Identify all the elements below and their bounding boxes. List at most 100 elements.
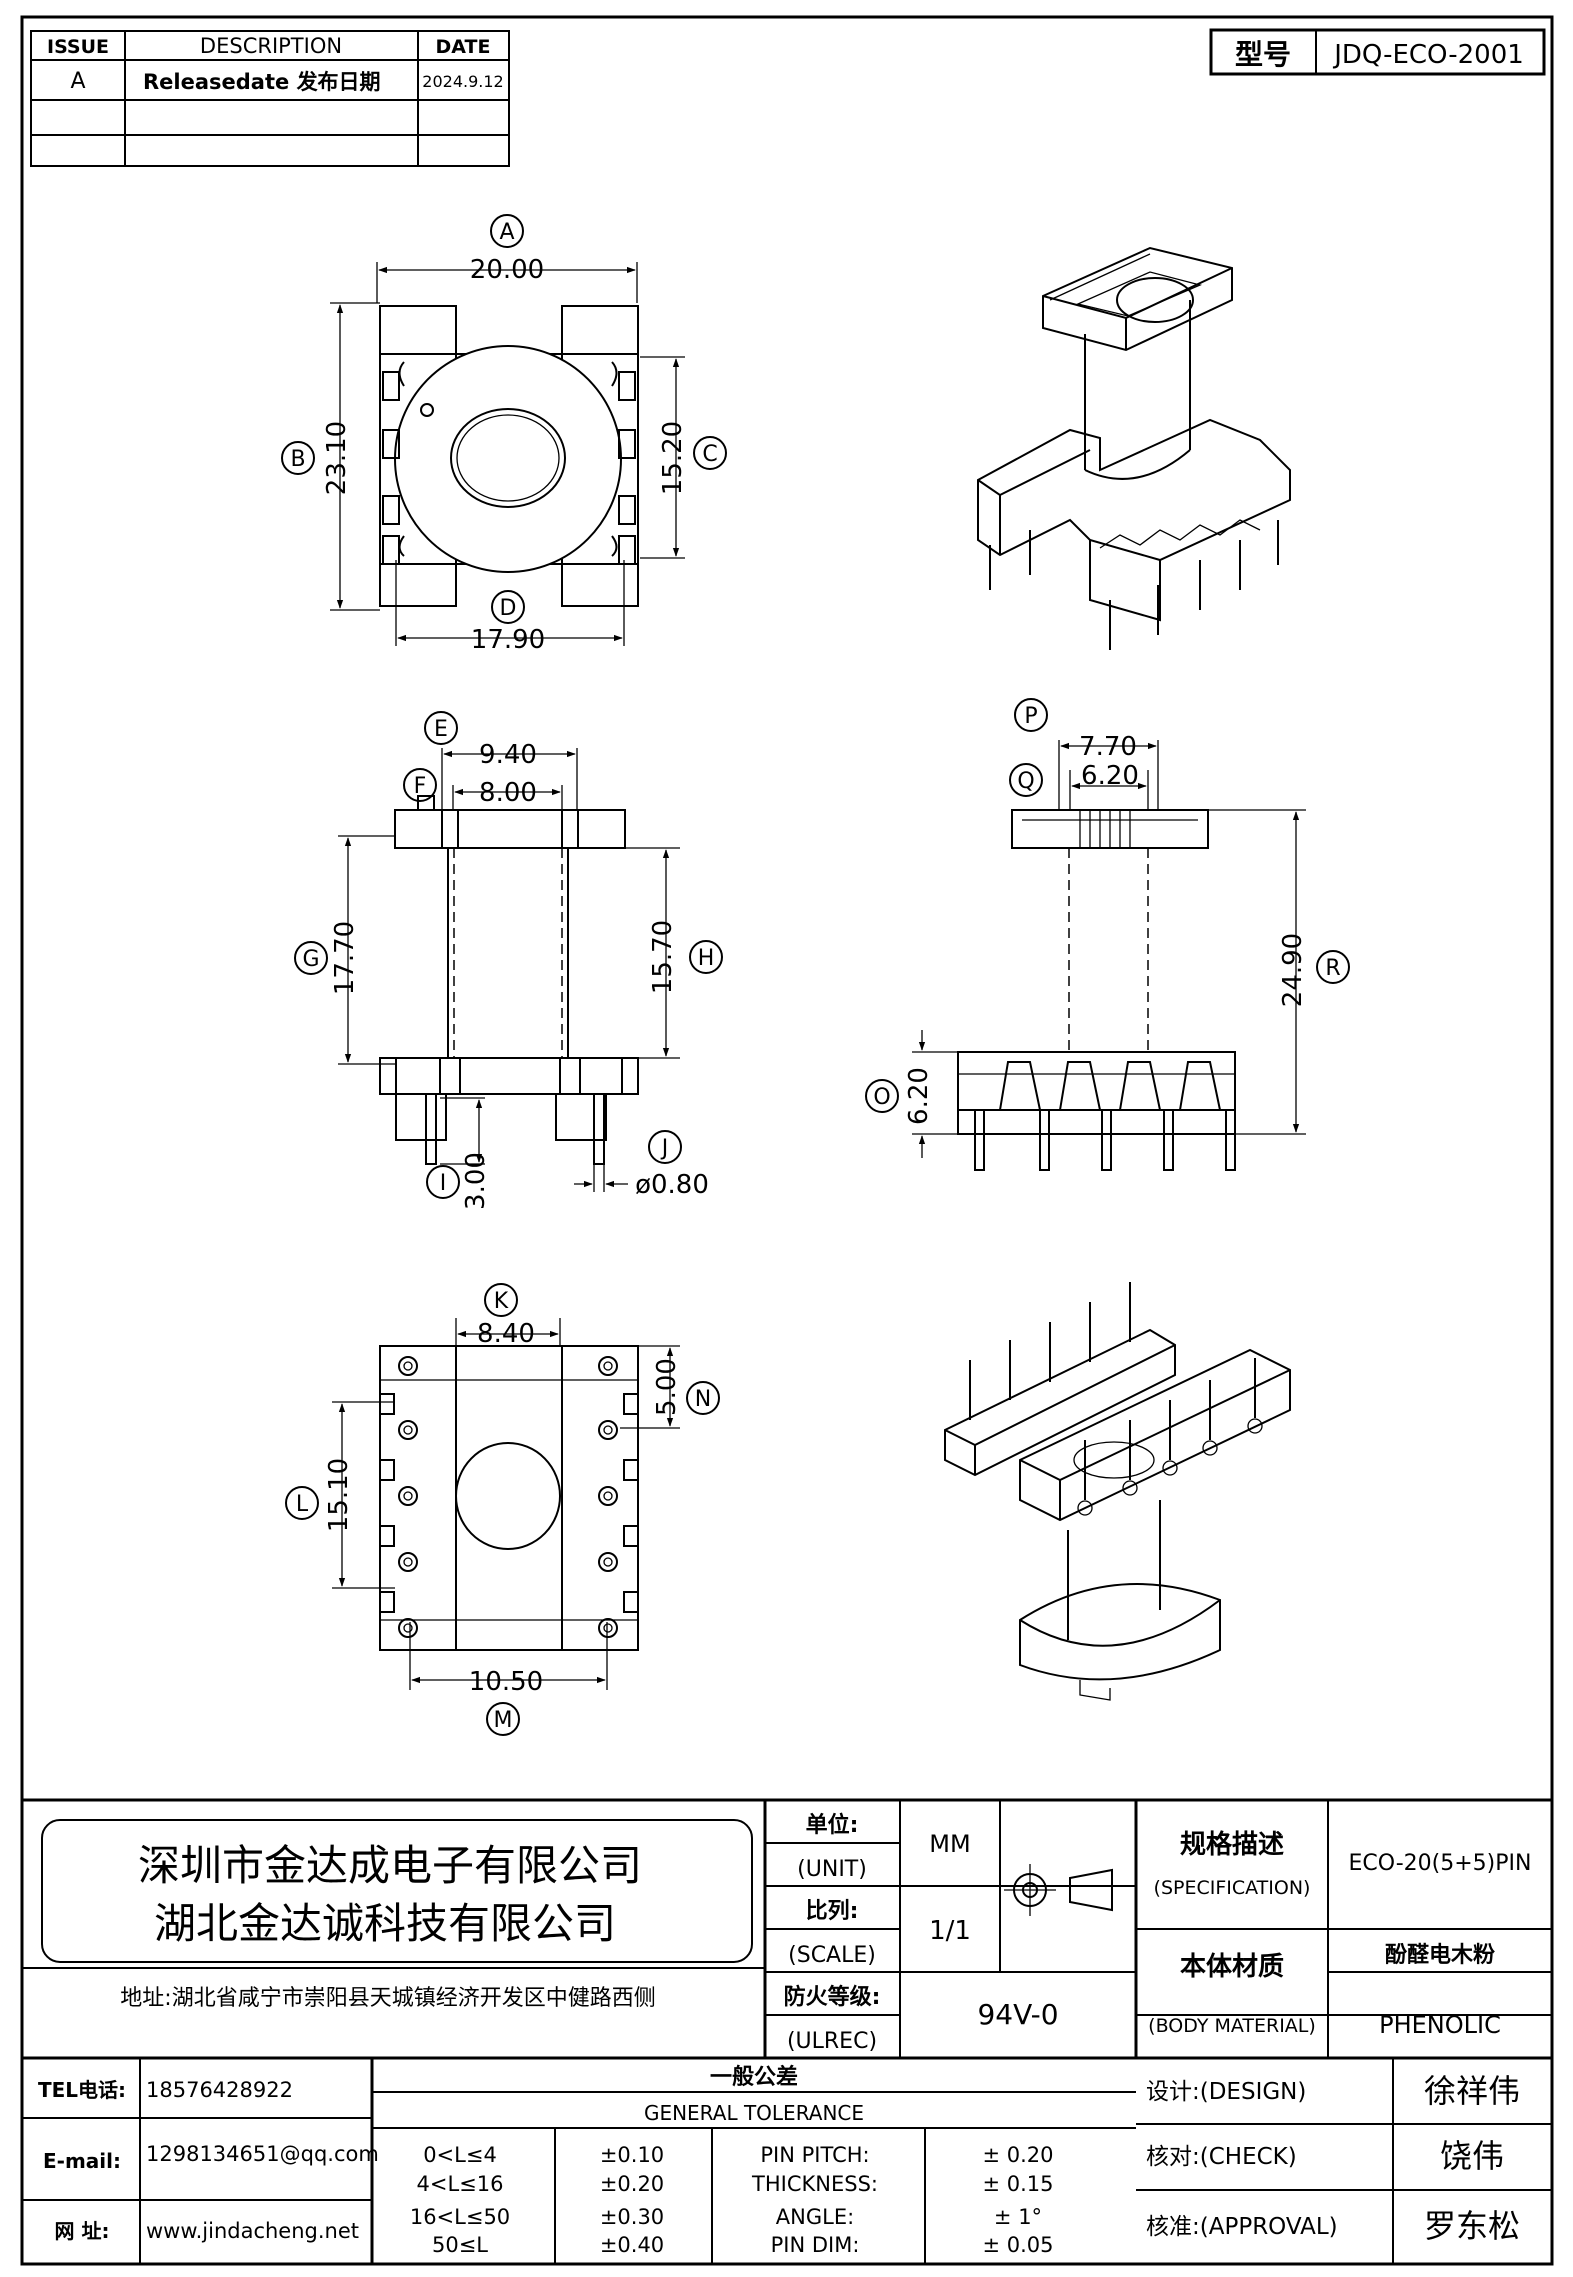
rev-header-issue: ISSUE	[47, 36, 109, 58]
isometric-view-top	[977, 246, 1291, 650]
company-name-1: 深圳市金达成电子有限公司	[138, 1841, 642, 1890]
dim-f-value: 8.00	[479, 778, 537, 808]
dim-c-value: 15.20	[658, 421, 688, 495]
ulrec-label-cn: 防火等级:	[784, 1984, 881, 2010]
svg-text:D: D	[500, 596, 517, 621]
tol-special-label-3: ANGLE:	[776, 2205, 854, 2229]
material-value-cn: 酚醛电木粉	[1385, 1943, 1495, 1968]
approval-name: 罗东松	[1424, 2207, 1520, 2245]
svg-text:M: M	[494, 1708, 513, 1733]
web-label: 网 址:	[55, 2219, 110, 2243]
tol-special-label-4: PIN DIM:	[771, 2233, 860, 2257]
tol-special-label-1: PIN PITCH:	[760, 2143, 869, 2167]
company-address: 地址:湖北省咸宁市崇阳县天城镇经济开发区中健路西侧	[120, 1986, 655, 2011]
dim-label-q	[1009, 763, 1043, 797]
rev-header-date: DATE	[436, 36, 491, 58]
dim-label-c	[693, 436, 727, 470]
dim-d-value: 17.90	[471, 625, 545, 655]
dim-i-value: 3.00	[461, 1152, 491, 1210]
dim-label-b	[281, 441, 315, 475]
rev-header-description: DESCRIPTION	[200, 34, 342, 58]
unit-label-en: (UNIT)	[797, 1857, 867, 1882]
dim-label-j	[648, 1130, 682, 1164]
dim-label-d	[491, 590, 525, 624]
svg-text:N: N	[695, 1387, 711, 1412]
tol-special-value-2: ± 0.15	[982, 2172, 1053, 2196]
tol-range-2: 4<L≤16	[417, 2172, 504, 2196]
dim-g-value: 17.70	[330, 921, 360, 995]
tel-label: TEL电话:	[38, 2078, 126, 2102]
dim-h-value: 15.70	[648, 920, 678, 994]
model-label: 型号	[1235, 38, 1291, 71]
revision-table: ISSUE DESCRIPTION DATE A Releasedate 发布日…	[30, 30, 510, 167]
tol-special-value-3: ± 1°	[994, 2205, 1042, 2229]
design-label: 设计:(DESIGN)	[1146, 2079, 1306, 2105]
approval-label: 核准:(APPROVAL)	[1146, 2214, 1338, 2240]
dim-r-value: 24.90	[1278, 933, 1308, 1007]
tol-special-value-1: ± 0.20	[982, 2143, 1053, 2167]
dim-k-value: 8.40	[477, 1319, 535, 1349]
tol-range-4: 50≤L	[432, 2233, 488, 2257]
material-label-en: (BODY MATERIAL)	[1148, 2015, 1316, 2037]
spec-value: ECO-20(5+5)PIN	[1349, 1851, 1532, 1876]
svg-text:B: B	[290, 447, 305, 472]
dim-b-value: 23.10	[322, 421, 352, 495]
projection-symbol-icon	[1004, 1864, 1113, 1916]
tolerance-title-cn: 一般公差	[710, 2064, 798, 2090]
material-label-cn: 本体材质	[1180, 1952, 1284, 1982]
rev-description-a: Releasedate 发布日期	[143, 70, 381, 94]
scale-value: 1/1	[929, 1916, 971, 1946]
rev-date-a: 2024.9.12	[422, 72, 503, 91]
dim-l-value: 15.10	[324, 1458, 354, 1532]
tel-value: 18576428922	[146, 2078, 293, 2102]
dim-label-p	[1014, 698, 1048, 732]
dim-label-f	[403, 768, 437, 802]
company-name-2: 湖北金达诚科技有限公司	[154, 1899, 616, 1948]
spec-label-cn: 规格描述	[1180, 1829, 1284, 1860]
svg-text:A: A	[499, 220, 514, 245]
dim-label-i	[426, 1165, 460, 1199]
dim-label-k	[484, 1283, 518, 1317]
ulrec-value: 94V-0	[977, 1998, 1058, 2031]
svg-text:I: I	[440, 1171, 447, 1196]
dim-label-m	[486, 1702, 520, 1736]
check-label: 核对:(CHECK)	[1146, 2144, 1297, 2170]
material-value-en: PHENOLIC	[1379, 2011, 1501, 2039]
email-label: E-mail:	[43, 2149, 121, 2173]
scale-label-en: (SCALE)	[788, 1943, 876, 1968]
design-name: 徐祥伟	[1424, 2072, 1520, 2110]
dim-e-value: 9.40	[479, 740, 537, 770]
svg-text:R: R	[1325, 956, 1340, 981]
rev-issue-a: A	[70, 69, 85, 94]
dim-o-value: 6.20	[904, 1067, 934, 1125]
unit-label-cn: 单位:	[806, 1812, 859, 1838]
tol-value-3: ±0.30	[600, 2205, 664, 2229]
sheet-border	[20, 15, 1554, 2266]
svg-text:K: K	[494, 1289, 509, 1314]
tol-value-1: ±0.10	[600, 2143, 664, 2167]
tol-range-1: 0<L≤4	[423, 2143, 497, 2167]
svg-text:Q: Q	[1017, 769, 1034, 794]
svg-text:P: P	[1024, 704, 1037, 729]
tol-special-value-4: ± 0.05	[982, 2233, 1053, 2257]
front-view: E 9.40 F 8.00 G 17.70 H 15.70	[294, 711, 723, 1210]
dim-label-r	[1316, 950, 1350, 984]
bottom-view: K 8.40 L 15.10 N 5.00 M 10.50	[285, 1283, 720, 1736]
dim-label-a	[490, 214, 524, 248]
dim-j-value: ø0.80	[635, 1170, 709, 1200]
tol-value-2: ±0.20	[600, 2172, 664, 2196]
svg-text:O: O	[873, 1085, 890, 1110]
svg-text:L: L	[296, 1492, 309, 1517]
svg-text:C: C	[702, 442, 717, 467]
scale-label-cn: 比列:	[806, 1899, 859, 1924]
unit-value: MM	[929, 1830, 970, 1858]
web-value: www.jindacheng.net	[146, 2219, 359, 2243]
svg-text:E: E	[434, 717, 448, 742]
dim-q-value: 6.20	[1081, 761, 1139, 791]
dim-p-value: 7.70	[1079, 732, 1137, 762]
tol-value-4: ±0.40	[600, 2233, 664, 2257]
spec-label-en: (SPECIFICATION)	[1154, 1877, 1311, 1899]
title-block: 深圳市金达成电子有限公司 湖北金达诚科技有限公司 地址:湖北省咸宁市崇阳县天城镇…	[22, 1798, 1552, 2264]
model-box: 型号 JDQ-ECO-2001	[1209, 28, 1546, 76]
